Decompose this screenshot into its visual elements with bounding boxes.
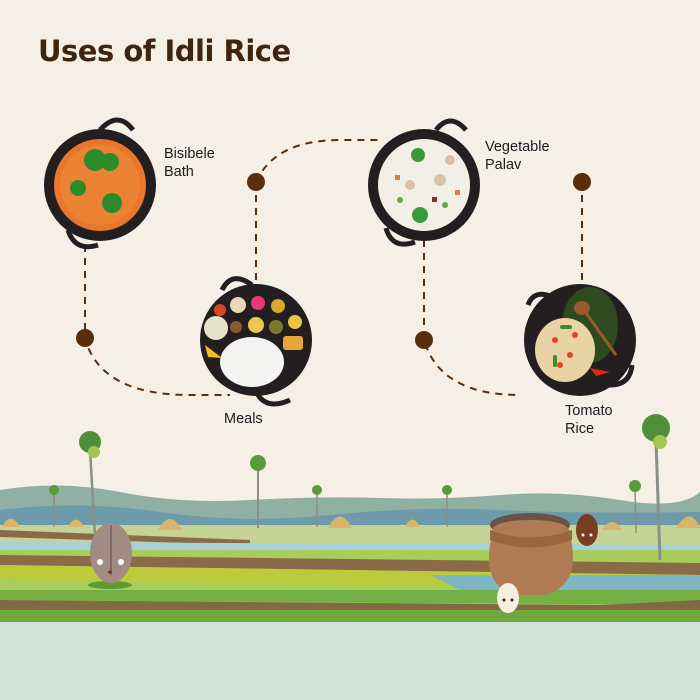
dashed-connector: [84, 139, 583, 396]
label-line: Vegetable: [485, 139, 550, 155]
palm-tree-icons: [49, 414, 670, 561]
bisibele-bath-pan-icon: [44, 117, 156, 250]
page-title: Uses of Idli Rice: [38, 34, 291, 68]
label-line: Tomato: [565, 403, 613, 419]
landscape-illustration: [0, 485, 700, 700]
label-line: Bath: [164, 164, 194, 180]
connector-dot: [415, 331, 433, 349]
label-line: Palav: [485, 157, 522, 173]
tomato-rice-pan-icon: [524, 284, 636, 396]
label-tomato-rice: Tomato Rice: [565, 402, 613, 438]
connector-dot: [247, 173, 265, 191]
label-meals: Meals: [224, 410, 263, 428]
label-vegetable-palav: Vegetable Palav: [485, 138, 550, 174]
connector-dots: [76, 173, 591, 349]
meals-thali-pan-icon: [200, 276, 312, 407]
label-line: Bisibele: [164, 146, 215, 162]
haystack-icons: [2, 516, 700, 530]
seed-character-white: [497, 583, 519, 613]
label-line: Meals: [224, 411, 263, 427]
footer-band: [0, 622, 700, 700]
rice-sack: [488, 513, 573, 595]
connector-dot: [76, 329, 94, 347]
connector-dot: [573, 173, 591, 191]
seed-character-brown: [576, 514, 598, 546]
vegetable-palav-pan-icon: [368, 118, 480, 247]
label-line: Rice: [565, 421, 595, 437]
label-bisibele-bath: Bisibele Bath: [164, 145, 215, 181]
seed-character-left: [88, 523, 132, 589]
